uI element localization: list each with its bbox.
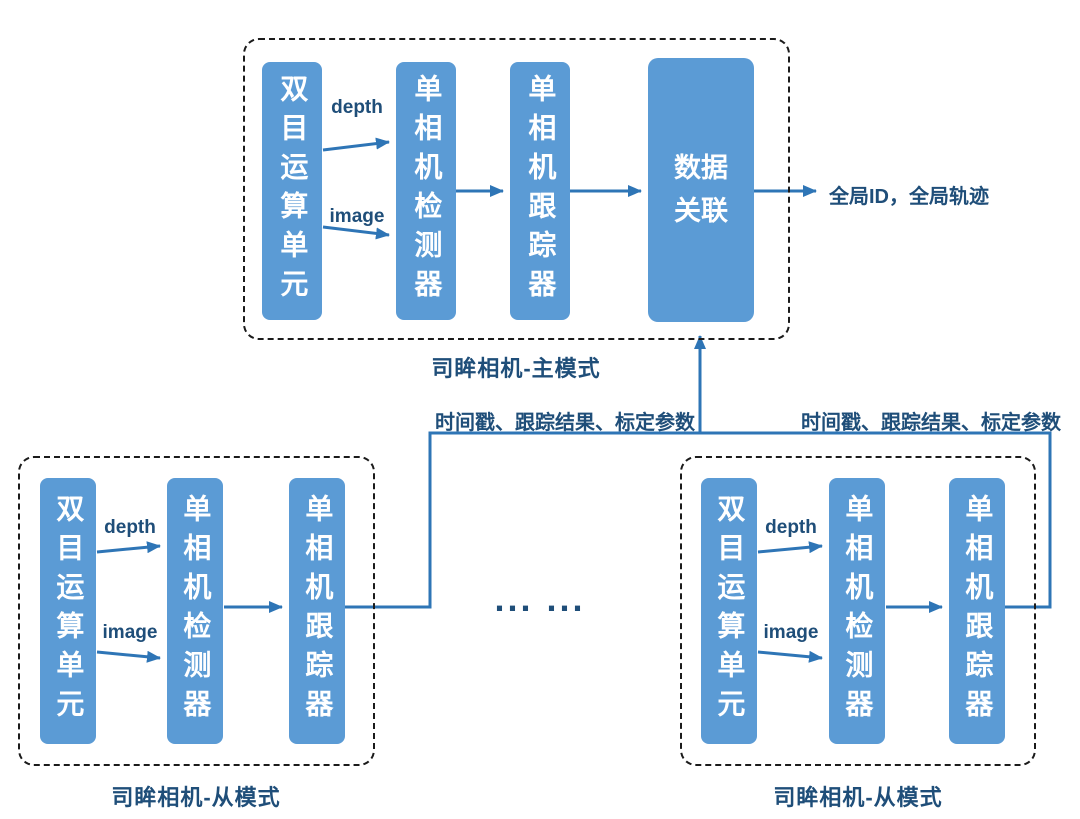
master-output-label: 全局ID，全局轨迹 [829,186,989,208]
master-depth-edge-label: depth [331,97,383,118]
slave-left-image-edge-label: image [102,622,158,643]
slave-right-detector-box: 单相机检测器 [829,478,885,744]
slave-right-frame [680,456,1036,766]
slave-left-stereo-unit-box: 双目运算单元 [40,478,96,744]
slave-right-tracker-label: 单相机跟踪器 [962,494,994,728]
uplink-label-right: 时间戳、跟踪结果、标定参数 [801,412,1061,434]
master-stereo-unit-box: 双目运算单元 [262,62,322,320]
master-tracker-label: 单相机跟踪器 [525,74,557,308]
master-caption: 司眸相机-主模式 [431,356,601,381]
master-stereo-unit-label: 双目运算单元 [277,74,309,308]
slave-left-tracker-box: 单相机跟踪器 [289,478,345,744]
uplink-label-left: 时间戳、跟踪结果、标定参数 [435,412,695,434]
slave-right-image-edge-label: image [763,622,819,643]
master-data-association-box: 数据 关联 [648,58,754,322]
slave-right-stereo-unit-box: 双目运算单元 [701,478,757,744]
slave-left-detector-label: 单相机检测器 [180,494,212,728]
slave-right-caption: 司眸相机-从模式 [773,785,943,810]
ellipsis: ... ... [494,578,586,619]
slave-right-detector-label: 单相机检测器 [842,494,874,728]
slave-left-detector-box: 单相机检测器 [167,478,223,744]
slave-left-depth-edge-label: depth [104,517,156,538]
slave-left-caption: 司眸相机-从模式 [111,785,281,810]
slave-left-frame [18,456,375,766]
slave-left-stereo-unit-label: 双目运算单元 [53,494,85,728]
slave-left-tracker-label: 单相机跟踪器 [302,494,334,728]
master-tracker-box: 单相机跟踪器 [510,62,570,320]
slave-right-depth-edge-label: depth [765,517,817,538]
master-detector-box: 单相机检测器 [396,62,456,320]
master-frame [243,38,790,340]
slave-right-tracker-box: 单相机跟踪器 [949,478,1005,744]
master-image-edge-label: image [329,206,385,227]
master-detector-label: 单相机检测器 [411,74,443,308]
slave-right-stereo-unit-label: 双目运算单元 [714,494,746,728]
